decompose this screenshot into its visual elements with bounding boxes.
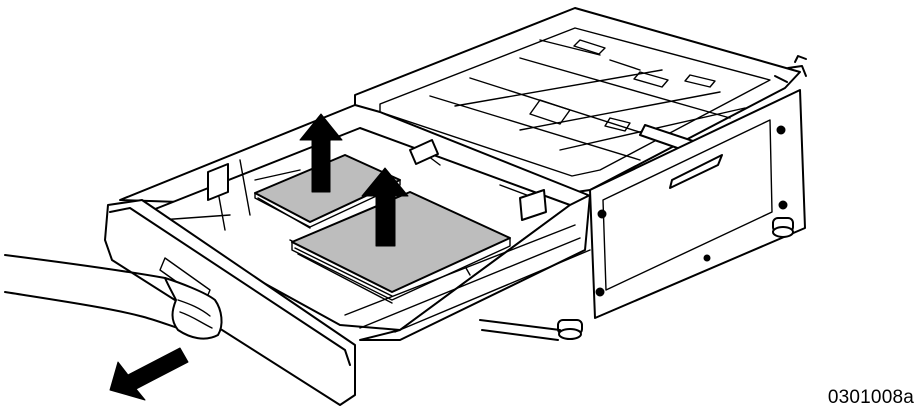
arrow-up-icon <box>361 167 409 247</box>
drawer-front-lip <box>109 207 351 366</box>
drawer-front-panel[interactable] <box>104 199 356 406</box>
paper-guide-right[interactable] <box>519 189 547 221</box>
cabinet-screw <box>595 287 605 297</box>
cabinet-screw <box>778 200 788 210</box>
caster-wheel <box>772 217 794 238</box>
cabinet-screw <box>776 125 786 135</box>
arrow-up-icon <box>299 113 343 193</box>
cabinet-clamps <box>529 39 716 132</box>
caster-wheel <box>557 319 583 340</box>
paper-guide-rear[interactable] <box>409 139 439 165</box>
cabinet-side-panel <box>589 89 806 319</box>
figure-reference-code: 0301008a <box>827 387 914 408</box>
cabinet-side-panel-inset <box>602 119 773 291</box>
cabinet-screw <box>597 209 607 219</box>
cabinet-base-rail <box>479 319 561 341</box>
cabinet-handle-slot <box>669 154 723 189</box>
paper-guide-left[interactable] <box>207 163 229 201</box>
arrow-down-left-icon <box>109 347 189 401</box>
cabinet-latch <box>774 55 807 83</box>
hand <box>4 254 223 340</box>
drawer-rail <box>344 224 591 333</box>
cabinet-screw <box>703 254 711 262</box>
paper-stack-large <box>291 191 511 304</box>
